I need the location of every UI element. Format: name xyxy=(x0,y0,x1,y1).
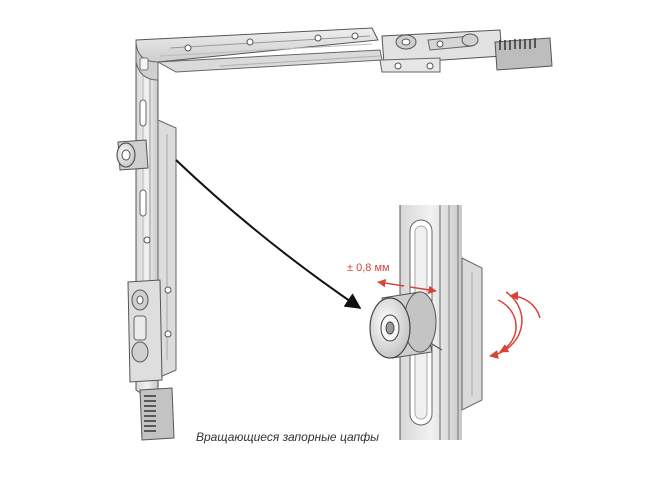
tolerance-label: ± 0,8 мм xyxy=(347,262,390,274)
bracket-rack-horizontal xyxy=(494,37,553,71)
double-arrow-icon xyxy=(377,278,437,295)
pointer-arrow-icon xyxy=(175,159,362,309)
locking-pin-small xyxy=(116,139,149,171)
rotation-arrow-icon xyxy=(489,291,541,359)
corner-bracket xyxy=(116,27,553,441)
rotating-locking-pin xyxy=(369,291,443,359)
detail-view xyxy=(369,205,483,440)
diagram-caption: Вращающиеся запорные цапфы xyxy=(196,430,379,444)
